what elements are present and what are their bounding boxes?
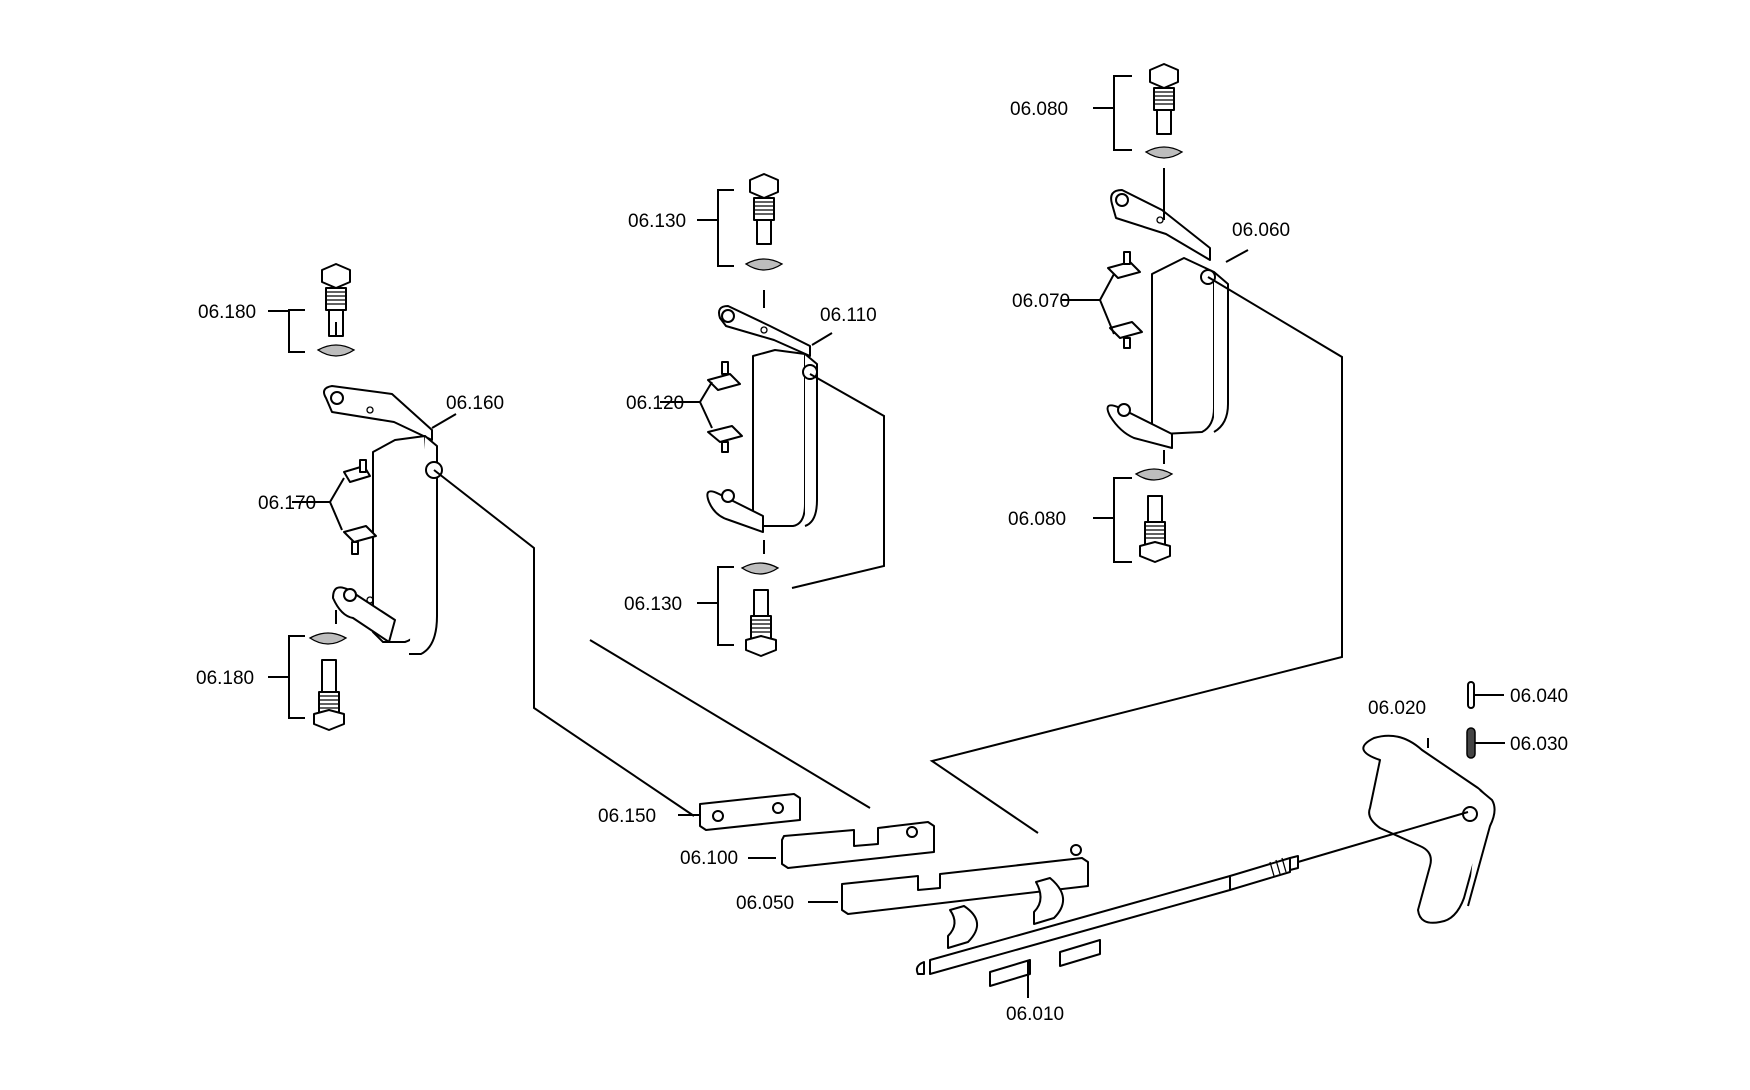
label-06-150: 06.150 xyxy=(598,806,656,827)
pin-06-030 xyxy=(1466,727,1476,759)
label-06-050: 06.050 xyxy=(736,893,794,914)
label-06-120: 06.120 xyxy=(626,393,684,414)
plate-06-150 xyxy=(699,793,801,831)
bolt-06-130-top xyxy=(744,173,784,271)
bolt-06-080-bottom xyxy=(1134,468,1174,563)
shift-rod-06-010 xyxy=(915,855,1299,987)
pad-06-070 xyxy=(1107,251,1143,349)
label-06-040: 06.040 xyxy=(1510,686,1568,707)
pad-06-120 xyxy=(707,361,743,453)
bolt-06-180-bottom xyxy=(308,632,348,731)
label-06-080-top: 06.080 xyxy=(1010,99,1068,120)
label-06-180-bottom: 06.180 xyxy=(196,668,254,689)
shift-bracket-06-110 xyxy=(706,305,818,533)
bolt-06-080-top xyxy=(1144,63,1184,159)
label-06-060: 06.060 xyxy=(1232,220,1290,241)
plate-06-100 xyxy=(781,821,935,869)
label-06-070: 06.070 xyxy=(1012,291,1070,312)
label-06-010: 06.010 xyxy=(1006,1004,1064,1025)
label-06-180-top: 06.180 xyxy=(198,302,256,323)
plate-06-050 xyxy=(841,844,1089,915)
label-06-080-bottom: 06.080 xyxy=(1008,509,1066,530)
label-06-130-bottom: 06.130 xyxy=(624,594,682,615)
label-06-130-top: 06.130 xyxy=(628,211,686,232)
label-06-170: 06.170 xyxy=(258,493,316,514)
label-06-160: 06.160 xyxy=(446,393,504,414)
bolt-06-180-top xyxy=(316,263,356,357)
bolt-06-130-bottom xyxy=(740,562,780,657)
pin-06-040 xyxy=(1467,681,1475,709)
shift-fork-06-020 xyxy=(1362,734,1496,924)
label-06-110: 06.110 xyxy=(820,305,877,326)
shift-bracket-06-160 xyxy=(323,385,443,655)
label-06-100: 06.100 xyxy=(680,848,738,869)
assembly-lines xyxy=(268,75,1505,998)
label-06-020: 06.020 xyxy=(1368,698,1426,719)
shift-bracket-06-060 xyxy=(1106,189,1229,449)
pad-06-170 xyxy=(343,459,377,555)
label-06-030: 06.030 xyxy=(1510,734,1568,755)
